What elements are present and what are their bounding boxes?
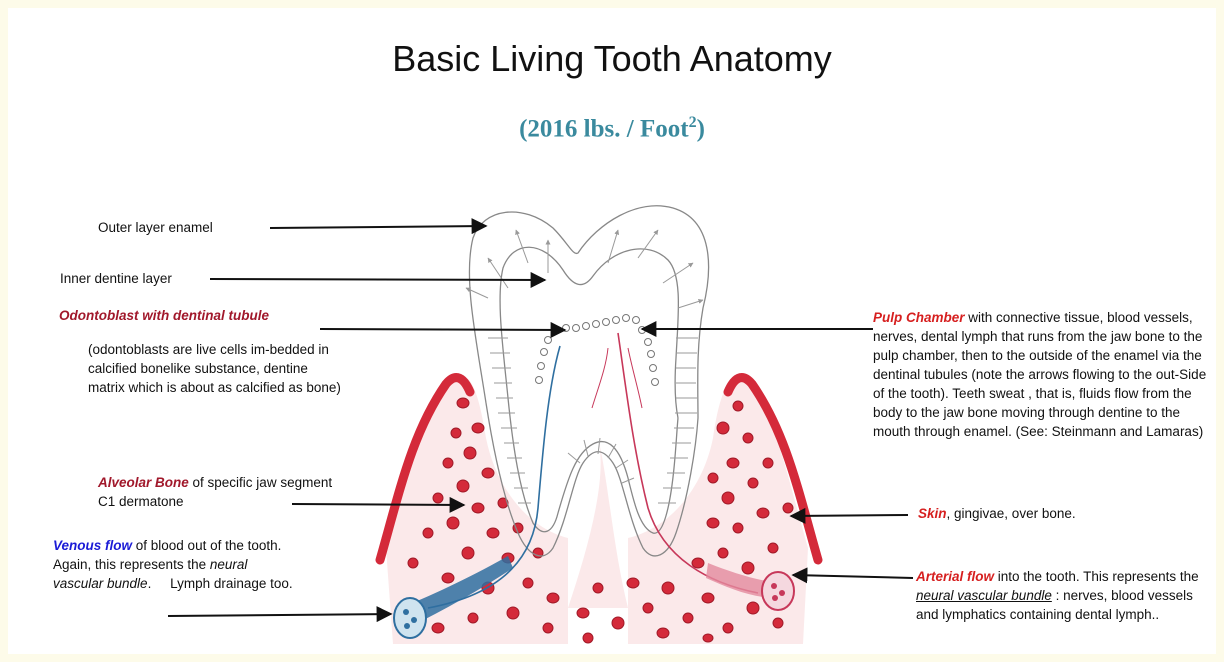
arterial-emphasis: neural vascular bundle [916,588,1052,603]
venous-desc-2: . Lymph drainage too. [148,576,293,591]
label-arterial-flow: Arterial flow into the tooth. This repre… [916,567,1200,624]
skin-title: Skin [918,506,947,521]
skin-arrow [791,515,908,516]
label-outer-enamel: Outer layer enamel [98,218,213,237]
label-inner-dentine: Inner dentine layer [60,269,172,288]
label-odontoblast-title: Odontoblast with dentinal tubule [59,306,269,325]
page-title: Basic Living Tooth Anatomy [8,38,1216,80]
pressure-subtitle: (2016 lbs. / Foot2) [8,114,1216,143]
arterial-desc-1: into the tooth. This represents the [994,569,1199,584]
inner-dentine-arrow [210,279,545,280]
diagram-page: Basic Living Tooth Anatomy (2016 lbs. / … [8,8,1216,654]
label-pulp-chamber: Pulp Chamber with connective tissue, blo… [873,308,1213,441]
subtitle-text: (2016 lbs. / Foot [519,115,688,142]
label-odontoblast-desc: (odontoblasts are live cells im-bedded i… [88,340,346,397]
pulp-title: Pulp Chamber [873,310,965,325]
venous-title: Venous flow [53,538,132,553]
odontoblast-arrow [320,329,565,330]
outer-enamel-arrow [270,226,486,228]
label-skin: Skin, gingivae, over bone. [918,504,1076,523]
label-alveolar-bone: Alveolar Bone of specific jaw segment C1… [98,473,338,511]
label-venous-flow: Venous flow of blood out of the tooth. A… [53,536,301,593]
arterial-title: Arterial flow [916,569,994,584]
subtitle-close: ) [697,115,705,142]
alveolar-title: Alveolar Bone [98,475,189,490]
pulp-desc: with connective tissue, blood vessels, n… [873,310,1206,439]
venous-arrow [168,614,391,616]
fluid-flow-arrows [466,230,703,308]
subtitle-superscript: 2 [689,114,697,131]
arterial-arrow [793,575,913,578]
skin-desc: , gingivae, over bone. [947,506,1076,521]
